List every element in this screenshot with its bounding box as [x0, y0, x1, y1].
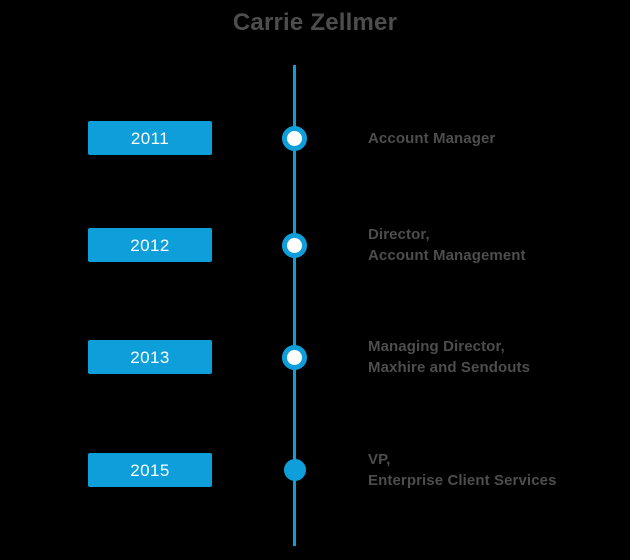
role-label-line: Enterprise Client Services	[368, 472, 557, 489]
timeline-node-ring-icon[interactable]	[282, 344, 307, 370]
year-badge[interactable]: 2012	[88, 228, 212, 262]
role-label-line: Director,	[368, 226, 430, 243]
timeline-node-ring-icon[interactable]	[282, 125, 307, 151]
year-badge[interactable]: 2015	[88, 453, 212, 487]
page-title: Carrie Zellmer	[232, 9, 398, 36]
year-badge-label: 2011	[130, 128, 170, 148]
year-badge[interactable]: 2013	[88, 340, 212, 374]
timeline-axis-line	[293, 65, 296, 546]
year-badge-label: 2012	[130, 235, 170, 255]
role-label: Managing Director, Maxhire and Sendouts	[368, 336, 618, 378]
role-label-line: Maxhire and Sendouts	[368, 359, 531, 376]
role-label-line: Account Management	[368, 247, 526, 264]
role-label-line: Account Manager	[368, 129, 496, 147]
role-label: Director, Account Management	[368, 224, 618, 266]
role-label-line: Managing Director,	[368, 338, 505, 355]
year-badge-label: 2013	[130, 347, 170, 367]
role-label: VP, Enterprise Client Services	[368, 449, 618, 491]
role-label: Account Manager	[368, 128, 618, 149]
role-label-line: VP,	[368, 451, 391, 468]
year-badge-label: 2015	[130, 460, 170, 480]
timeline-node-filled-icon[interactable]	[284, 459, 306, 481]
timeline-node-ring-icon[interactable]	[282, 232, 307, 258]
year-badge[interactable]: 2011	[88, 121, 212, 155]
